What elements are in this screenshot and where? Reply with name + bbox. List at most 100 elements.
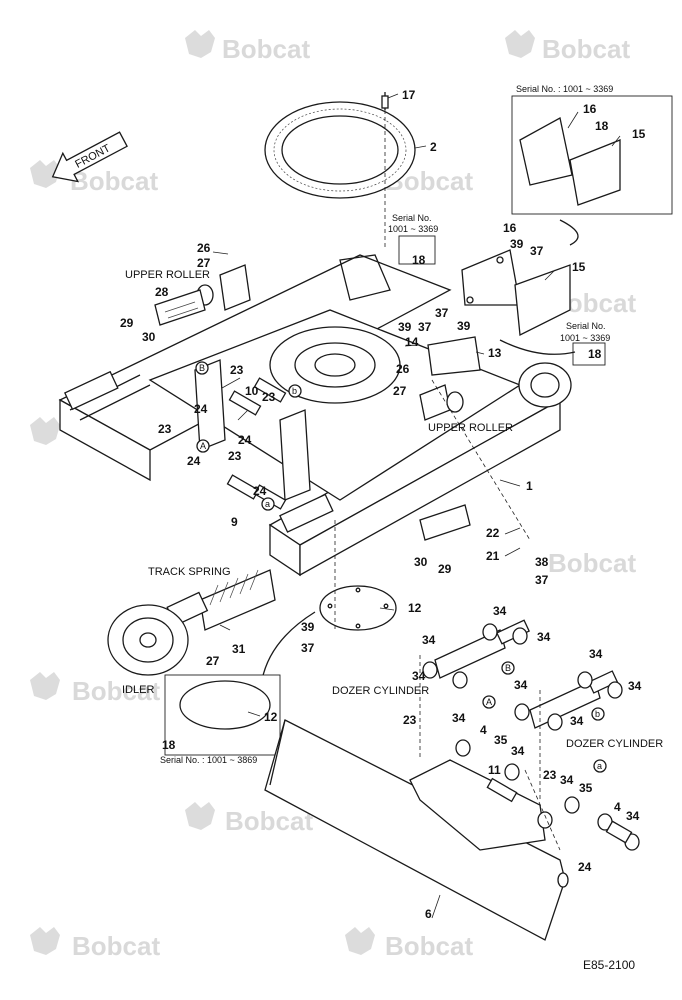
- callout: 34: [628, 679, 642, 693]
- callout: 34: [514, 678, 528, 692]
- label-dozer-cylinder-left: DOZER CYLINDER: [332, 685, 429, 697]
- ref-circle-a: [261, 497, 275, 511]
- bobcat-logo-icon: [30, 417, 60, 445]
- callout: 24: [187, 454, 201, 468]
- callout: 34: [626, 809, 640, 823]
- document-id: E85-2100: [583, 958, 635, 972]
- ref-letter-B: B: [199, 363, 205, 373]
- callout: 34: [493, 604, 507, 618]
- callout: 10: [245, 384, 259, 398]
- callout: 39: [510, 237, 524, 251]
- front-arrow-icon: [51, 131, 128, 183]
- callout: 11: [488, 763, 501, 777]
- callout: 24: [253, 484, 267, 498]
- watermarks: Bobcat Bobcat Bobcat Bobcat Bobcat Bobca…: [30, 30, 636, 961]
- callout: 23: [403, 713, 417, 727]
- bobcat-logo-icon: [185, 802, 215, 830]
- callout: 34: [511, 744, 525, 758]
- callout: 21: [486, 549, 500, 563]
- callout: 23: [230, 363, 244, 377]
- callout: 37: [301, 641, 315, 655]
- ref-letter-B: B: [505, 663, 511, 673]
- swing-bearing: [264, 92, 416, 199]
- ref-circle-a-2: [593, 759, 607, 773]
- serial-box-top-right: Serial No. : 1001 ~ 3369: [511, 84, 673, 246]
- callout: 24: [578, 860, 592, 874]
- label-idler: IDLER: [122, 684, 154, 696]
- callout: 18: [595, 119, 609, 133]
- upper-roller-left: [154, 264, 251, 326]
- watermark-text: Bobcat: [70, 166, 158, 196]
- label-track-spring: TRACK SPRING: [148, 566, 231, 578]
- callout: 39: [398, 320, 412, 334]
- dozer-blade: [264, 719, 640, 941]
- serial-line-2: 1001 ~ 3369: [560, 333, 610, 343]
- serial-line-1: Serial No.: [566, 321, 606, 331]
- serial-box-right: Serial No. 1001 ~ 3369: [499, 321, 610, 366]
- callout: 17: [402, 88, 416, 102]
- callout: 38: [535, 555, 549, 569]
- callout: 34: [560, 773, 574, 787]
- callout: 12: [408, 601, 422, 615]
- reference-circles: B b A a B A b a: [195, 361, 607, 773]
- ref-circle-B-2: [501, 661, 515, 675]
- callout: 24: [194, 402, 208, 416]
- callout: 26: [396, 362, 410, 376]
- callout: 4: [614, 800, 621, 814]
- callout: 37: [535, 573, 549, 587]
- bobcat-logo-icon: [345, 927, 375, 955]
- label-upper-roller-left: UPPER ROLLER: [125, 269, 210, 281]
- callout: 37: [435, 306, 449, 320]
- callout: 29: [120, 316, 134, 330]
- watermark-9: Bobcat: [185, 802, 313, 836]
- callout: 30: [414, 555, 428, 569]
- section-labels: UPPER ROLLER UPPER ROLLER TRACK SPRING I…: [122, 269, 663, 750]
- ref-letter-a: a: [597, 761, 602, 771]
- callout: 34: [537, 630, 551, 644]
- watermark-text: Bobcat: [72, 676, 160, 706]
- dozer-cylinder-left: [422, 619, 530, 689]
- track-spring-assembly: [166, 569, 276, 631]
- callout: 18: [162, 738, 176, 752]
- ref-circle-A: [196, 439, 210, 453]
- callout: 30: [142, 330, 156, 344]
- callout: 27: [206, 654, 220, 668]
- callout: 2: [430, 140, 437, 154]
- callout: 13: [488, 346, 502, 360]
- callout: 34: [422, 633, 436, 647]
- label-dozer-cylinder-right: DOZER CYLINDER: [566, 738, 663, 750]
- idler-wheel: [107, 604, 189, 676]
- callout: 18: [588, 347, 602, 361]
- callout: 6: [425, 907, 432, 921]
- callout: 15: [572, 260, 586, 274]
- callout: 16: [503, 221, 517, 235]
- lower-frame: [58, 254, 572, 577]
- ref-circle-b: [288, 384, 302, 398]
- callout: 31: [232, 642, 246, 656]
- watermark-10: Bobcat: [30, 927, 160, 961]
- callout: 24: [238, 433, 252, 447]
- callout: 23: [228, 449, 242, 463]
- watermark-text: Bobcat: [548, 548, 636, 578]
- bobcat-logo-icon: [185, 30, 215, 58]
- callout: 35: [579, 781, 593, 795]
- ref-letter-A: A: [200, 441, 206, 451]
- callout: 23: [262, 390, 276, 404]
- callout: 22: [486, 526, 500, 540]
- bobcat-logo-icon: [30, 927, 60, 955]
- label-upper-roller-right: UPPER ROLLER: [428, 422, 513, 434]
- plate-13: [427, 336, 481, 376]
- bobcat-logo-icon: [30, 160, 60, 188]
- callout: 1: [526, 479, 533, 493]
- callout-numbers: 17 2 16 18 15 26 27 28 29 30 18 39 37 14…: [120, 88, 646, 921]
- serial-label: Serial No. : 1001 ~ 3369: [516, 84, 613, 94]
- ref-letter-b: b: [292, 386, 297, 396]
- serial-box-mid: Serial No. 1001 ~ 3369: [388, 213, 438, 265]
- callout: 35: [494, 733, 508, 747]
- callout: 23: [543, 768, 557, 782]
- bobcat-logo-icon: [505, 30, 535, 58]
- assembly-lines: [334, 110, 561, 851]
- cover-group-main: [461, 249, 571, 337]
- callout: 4: [480, 723, 487, 737]
